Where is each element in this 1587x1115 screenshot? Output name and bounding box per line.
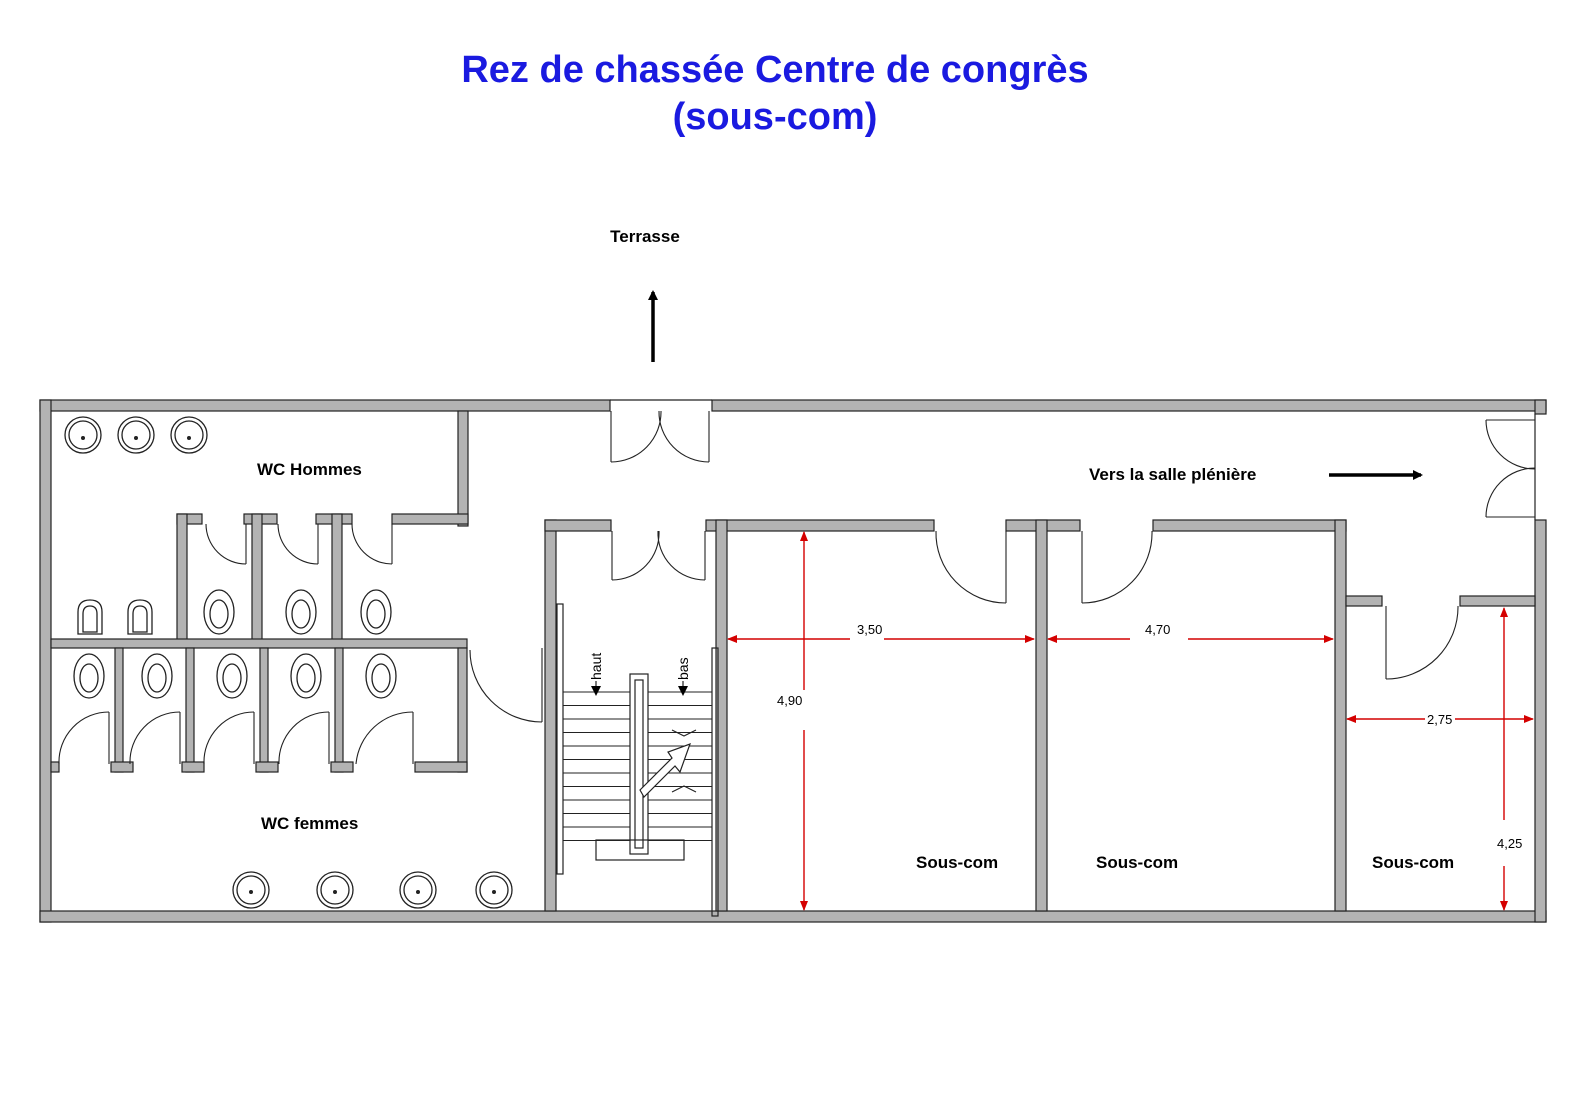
stair-up-label: haut — [588, 653, 604, 680]
vers-salle-pleniere-label: Vers la salle plénière — [1089, 465, 1256, 484]
room3-label: Sous-com — [1372, 853, 1454, 872]
sinks-women — [232, 871, 513, 909]
wc-hommes-label: WC Hommes — [257, 460, 362, 479]
room1-height-dim: 4,90 — [777, 693, 802, 708]
doors — [58, 399, 1536, 765]
wc-femmes-label: WC femmes — [261, 814, 358, 833]
room3-width-dim: 2,75 — [1427, 712, 1452, 727]
staircase: haut bas — [556, 603, 719, 917]
terrasse-label: Terrasse — [610, 227, 680, 246]
toilets-women — [73, 653, 397, 699]
room2-label: Sous-com — [1096, 853, 1178, 872]
plan-title-line2: (sous-com) — [673, 96, 878, 138]
urinals — [77, 599, 153, 635]
room3-height-dim: 4,25 — [1497, 836, 1522, 851]
toilets-men — [203, 589, 392, 635]
plan-title-line1: Rez de chassée Centre de congrès — [461, 49, 1088, 91]
interior-walls — [50, 410, 1536, 912]
room1-width-dim: 3,50 — [857, 622, 882, 637]
outer-walls — [39, 399, 1547, 923]
dimension-lines: 4,90 3,50 4,70 2,75 4,25 — [727, 531, 1534, 911]
sinks-men — [64, 416, 208, 454]
room1-label: Sous-com — [916, 853, 998, 872]
stair-down-label: bas — [675, 657, 691, 680]
room2-width-dim: 4,70 — [1145, 622, 1170, 637]
